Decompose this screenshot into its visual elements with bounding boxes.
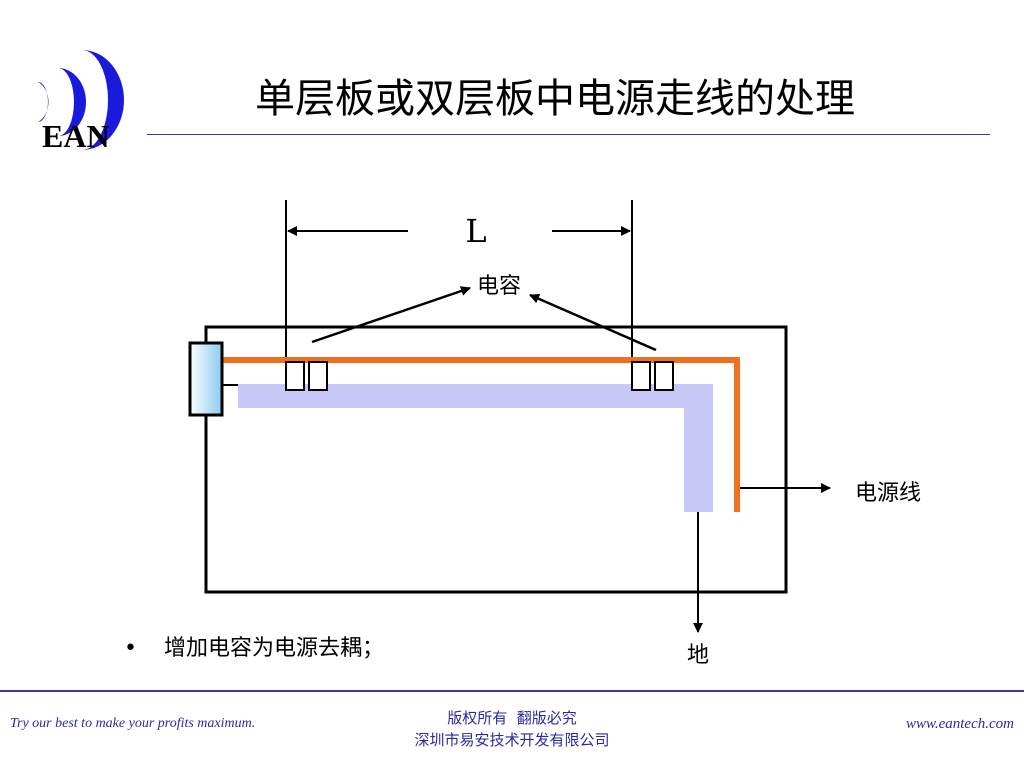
footer-copyright: 版权所有 翻版必究 深圳市易安技术开发有限公司 (362, 707, 662, 751)
copyright-line-2: 深圳市易安技术开发有限公司 (414, 731, 610, 749)
board-outline (204, 325, 788, 594)
footer-website: www.eantech.com (905, 716, 1014, 732)
bullet-item: • 增加电容为电源去耦； (124, 630, 384, 662)
capacitor-pointer-left (311, 286, 471, 344)
title-divider (147, 134, 990, 135)
capacitor-left (285, 361, 328, 391)
dimension-label: L (465, 212, 486, 250)
bullet-text: 增加电容为电源去耦； (164, 636, 385, 661)
ean-logo-mark (38, 50, 124, 150)
capacitor-label: 电容 (477, 274, 521, 299)
footer-divider (0, 690, 1024, 692)
logo-text: EAN (42, 118, 110, 154)
capacitor-right (631, 361, 674, 391)
bullet-dot: • (124, 636, 137, 661)
footer-slogan: Try our best to make your profits maximu… (10, 716, 256, 731)
ground-trace (238, 384, 713, 512)
ground-label: 地 (687, 643, 709, 668)
capacitor-pointer-right (529, 293, 657, 352)
power-connector (188, 341, 224, 417)
page-title: 单层板或双层板中电源走线的处理 (255, 76, 855, 122)
power-line-label: 电源线 (855, 481, 921, 506)
power-trace (222, 357, 740, 512)
copyright-line-1: 版权所有 翻版必究 (447, 709, 577, 727)
